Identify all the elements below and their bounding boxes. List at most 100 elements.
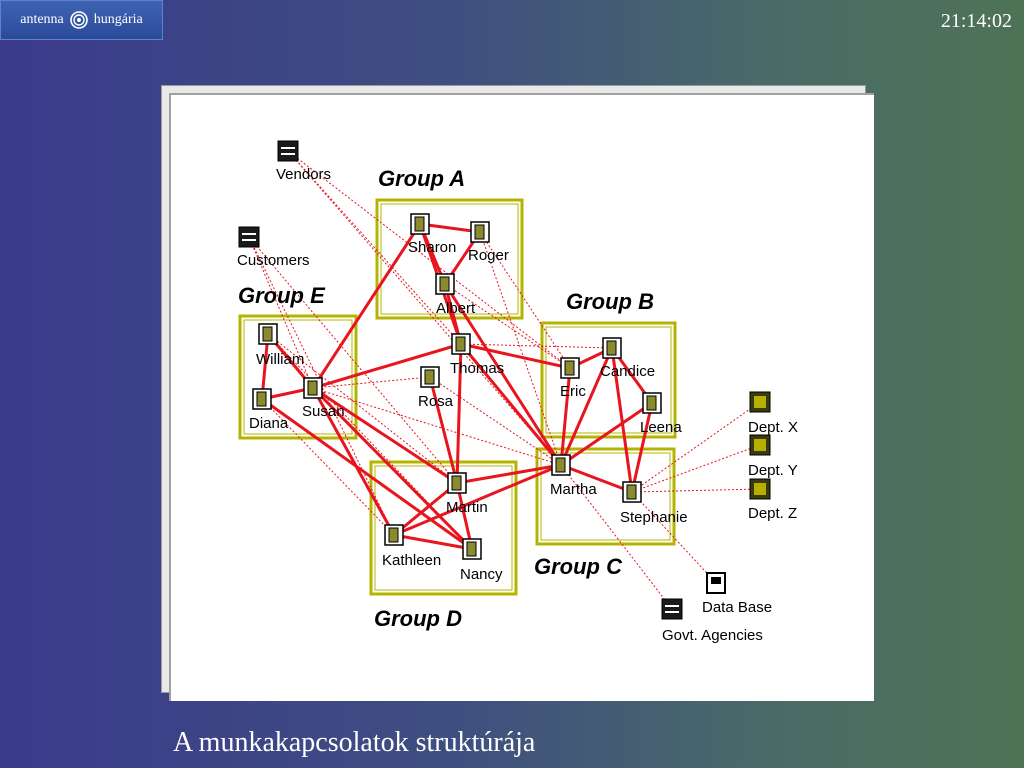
group-label-e: Group E [238, 283, 326, 308]
strong-link-kathleen-nancy [393, 533, 473, 551]
person-node-nancy[interactable]: Nancy [460, 538, 503, 583]
person-node-eric[interactable]: Eric [560, 357, 586, 400]
group-box-inner-c [540, 452, 671, 541]
department-icon-center [754, 439, 766, 451]
person-icon-figure [455, 336, 466, 352]
external-label-customers: Customers [237, 252, 310, 269]
weak-link-stephanie-depty [631, 444, 761, 493]
person-label-kathleen: Kathleen [382, 552, 441, 569]
person-icon-figure [606, 340, 617, 356]
person-icon-figure [439, 276, 450, 292]
person-icon-figure [474, 224, 485, 240]
person-node-william[interactable]: William [256, 323, 304, 368]
person-node-thomas[interactable]: Thomas [450, 333, 504, 377]
strong-link-martha-stephanie [560, 463, 633, 494]
person-node-leena[interactable]: Leena [640, 392, 682, 436]
person-node-martin[interactable]: Martin [446, 472, 488, 516]
logo-swirl-icon [69, 10, 89, 30]
strong-link-susan-nancy [311, 386, 474, 551]
external-node-deptz[interactable]: Dept. Z [748, 478, 797, 522]
external-node-database[interactable]: Data Base [702, 572, 772, 616]
strong-link-sharon-roger [419, 222, 481, 234]
weak-link-susan-martha [312, 387, 562, 466]
building-icon-stripe [665, 605, 679, 607]
person-icon-figure [424, 369, 435, 385]
strong-link-kathleen-martha [393, 463, 562, 537]
building-icon-stripe [281, 153, 295, 155]
person-icon-figure [262, 326, 273, 342]
person-node-susan[interactable]: Susan [302, 377, 345, 420]
person-label-albert: Albert [436, 300, 476, 317]
weak-link-customers-susan [248, 236, 314, 389]
external-label-deptz: Dept. Z [748, 505, 797, 522]
person-label-susan: Susan [302, 403, 345, 420]
person-node-roger[interactable]: Roger [468, 221, 509, 264]
strong-link-thomas-susan [312, 342, 462, 390]
person-icon-figure [466, 541, 477, 557]
strong-link-martin-nancy [455, 482, 474, 550]
weak-link-william-martin [267, 333, 458, 484]
person-node-diana[interactable]: Diana [249, 388, 289, 432]
clock: 21:14:02 [940, 10, 1012, 32]
group-box-e [238, 314, 358, 440]
person-label-eric: Eric [560, 383, 586, 400]
strong-link-sharon-susan [311, 223, 422, 389]
weak-link-albert-eric [444, 283, 571, 369]
weak-link-stephanie-deptx [631, 401, 761, 493]
person-icon-figure [414, 216, 425, 232]
external-label-vendors: Vendors [276, 166, 331, 183]
person-icon-figure [307, 380, 318, 396]
weak-link-roger-martha [479, 231, 562, 466]
strong-link-william-diana [260, 333, 270, 400]
person-label-martin: Martin [446, 499, 488, 516]
person-label-diana: Diana [249, 415, 289, 432]
person-icon-figure [451, 475, 462, 491]
weak-link-vendors-eric [287, 150, 571, 369]
person-label-nancy: Nancy [460, 566, 503, 583]
building-icon [277, 140, 299, 162]
database-icon-screen [711, 577, 721, 584]
person-node-sharon[interactable]: Sharon [408, 213, 456, 256]
strong-link-martha-leena [560, 401, 653, 467]
external-node-govt[interactable]: Govt. Agencies [661, 598, 763, 644]
person-node-stephanie[interactable]: Stephanie [620, 481, 688, 526]
person-label-sharon: Sharon [408, 239, 456, 256]
department-icon-center [754, 396, 766, 408]
group-box-a [375, 198, 524, 320]
building-icon-stripe [281, 147, 295, 149]
strong-link-martha-candice [559, 347, 614, 466]
strong-link-susan-martin [312, 386, 458, 485]
strong-link-albert-martha [443, 283, 563, 466]
person-node-martha[interactable]: Martha [550, 454, 597, 498]
person-node-candice[interactable]: Candice [600, 337, 655, 380]
person-label-thomas: Thomas [450, 360, 504, 377]
building-icon [661, 598, 683, 620]
slide-caption: A munkakapcsolatok struktúrája [173, 727, 536, 758]
external-node-deptx[interactable]: Dept. X [748, 391, 798, 436]
person-node-kathleen[interactable]: Kathleen [382, 524, 441, 569]
weak-link-customers-martin [248, 236, 458, 484]
weak-link-stephanie-database [631, 491, 717, 584]
strong-link-martha-eric [559, 367, 572, 466]
external-label-depty: Dept. Y [748, 462, 798, 479]
person-label-rosa: Rosa [418, 393, 454, 410]
external-label-govt: Govt. Agencies [662, 627, 763, 644]
external-node-customers[interactable]: Customers [237, 226, 310, 269]
external-node-vendors[interactable]: Vendors [276, 140, 331, 183]
person-label-roger: Roger [468, 247, 509, 264]
person-icon-figure [626, 484, 637, 500]
person-icon-figure [388, 527, 399, 543]
strong-link-martin-martha [456, 463, 562, 485]
person-node-albert[interactable]: Albert [435, 273, 476, 317]
person-node-rosa[interactable]: Rosa [418, 366, 454, 410]
person-label-leena: Leena [640, 419, 682, 436]
building-icon [238, 226, 260, 248]
building-icon-stripe [242, 233, 256, 235]
external-label-database: Data Base [702, 599, 772, 616]
group-box-inner-d [374, 465, 513, 591]
group-label-c: Group C [534, 554, 623, 579]
external-node-depty[interactable]: Dept. Y [748, 434, 798, 479]
strong-link-susan-kathleen [311, 387, 396, 536]
weak-link-stephanie-deptz [631, 488, 761, 493]
strong-link-diana-nancy [261, 397, 473, 551]
